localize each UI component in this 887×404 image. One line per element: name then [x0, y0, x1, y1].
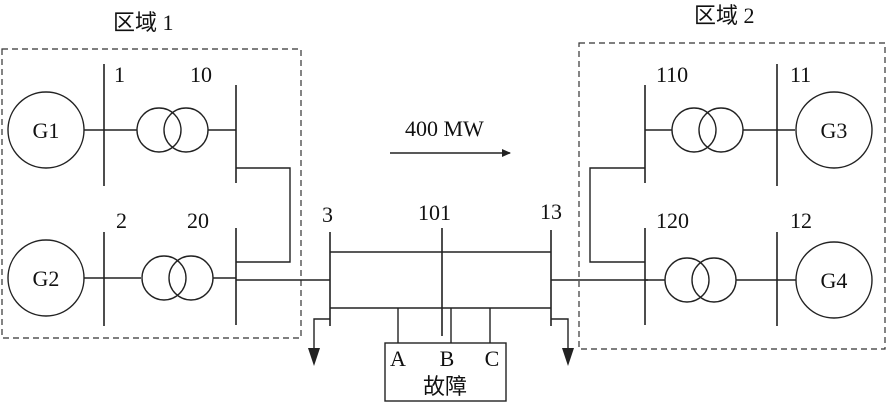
bus-1-label: 1 — [114, 62, 125, 87]
bus-110-label: 110 — [656, 62, 688, 87]
load-3-arrow — [308, 348, 320, 366]
bus-12-label: 12 — [790, 208, 812, 233]
bus-13-label: 13 — [540, 199, 562, 224]
generator-g4 — [795, 241, 873, 319]
generator-g3-label: G3 — [821, 118, 848, 143]
load-3-stem — [313, 318, 330, 352]
load-13-stem — [551, 318, 569, 352]
bus-20-label: 20 — [187, 208, 209, 233]
fault-box — [384, 342, 507, 402]
line-10-20 — [236, 167, 291, 263]
fault-phase-c-label: C — [485, 346, 500, 371]
fault-title: 故障 — [423, 374, 467, 399]
bus-2-label: 2 — [116, 208, 127, 233]
bus-101-label: 101 — [418, 200, 451, 225]
bus-120-label: 120 — [656, 208, 689, 233]
fault-phase-a-label: A — [390, 346, 406, 371]
generator-g2-label: G2 — [33, 266, 60, 291]
generator-g3 — [795, 91, 873, 169]
generator-g4-label: G4 — [821, 268, 848, 293]
transformer-120-12 — [664, 257, 737, 303]
bus-11-label: 11 — [790, 62, 811, 87]
transformer-110-11 — [671, 107, 744, 153]
line-110-120 — [589, 167, 645, 263]
generator-g1-label: G1 — [33, 118, 60, 143]
bus-10-label: 10 — [190, 62, 212, 87]
area-2-label: 区域 2 — [694, 3, 755, 28]
load-13-arrow — [562, 348, 574, 366]
fault-phase-b-label: B — [440, 346, 455, 371]
area-2-boundary — [578, 42, 886, 350]
power-flow-label: 400 MW — [405, 116, 484, 141]
bus-3-label: 3 — [322, 202, 333, 227]
transformer-1-10 — [136, 107, 209, 153]
area-1-label: 区域 1 — [113, 10, 174, 35]
transformer-2-20 — [141, 255, 214, 301]
area-1-boundary — [1, 48, 302, 339]
